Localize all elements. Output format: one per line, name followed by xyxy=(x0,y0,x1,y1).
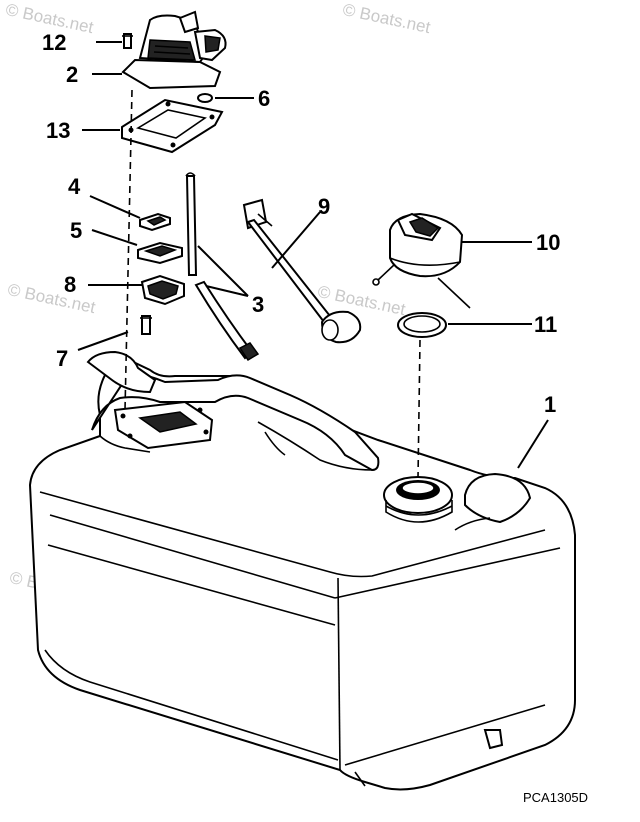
callout-13: 13 xyxy=(46,118,71,143)
leader-line xyxy=(91,229,138,246)
callout-12: 12 xyxy=(42,30,67,55)
screw-part-7 xyxy=(140,315,152,335)
callout-1: 1 xyxy=(544,392,557,417)
hose-part-3 xyxy=(185,172,260,362)
callout-10: 10 xyxy=(536,230,561,255)
fuel-gauge-part-9 xyxy=(242,198,362,344)
fuel-tank-body xyxy=(28,350,576,791)
callout-6: 6 xyxy=(258,86,271,111)
leader-line xyxy=(205,285,249,297)
callout-3: 3 xyxy=(252,292,265,317)
leader-line xyxy=(517,419,549,469)
callout-9: 9 xyxy=(318,194,331,219)
leader-line xyxy=(197,245,249,297)
screw-part-12 xyxy=(122,33,133,49)
callout-5: 5 xyxy=(70,218,83,243)
filler-cap-part-10 xyxy=(372,212,471,309)
cap-gasket-part-11 xyxy=(397,312,447,338)
clip-part-8 xyxy=(140,274,185,306)
callout-2: 2 xyxy=(66,62,79,87)
callout-7: 7 xyxy=(56,346,69,371)
leader-line xyxy=(77,331,129,351)
callout-11: 11 xyxy=(534,312,558,337)
callout-4: 4 xyxy=(68,174,81,199)
gasket-part-13 xyxy=(121,98,224,154)
fuel-connector-part-2 xyxy=(121,10,227,90)
drawing-code: PCA1305D xyxy=(523,790,589,805)
o-ring-part-6 xyxy=(197,93,213,103)
assembly-line xyxy=(124,89,133,411)
callout-8: 8 xyxy=(64,272,77,297)
leader-line xyxy=(271,211,321,269)
leader-line xyxy=(89,195,141,219)
